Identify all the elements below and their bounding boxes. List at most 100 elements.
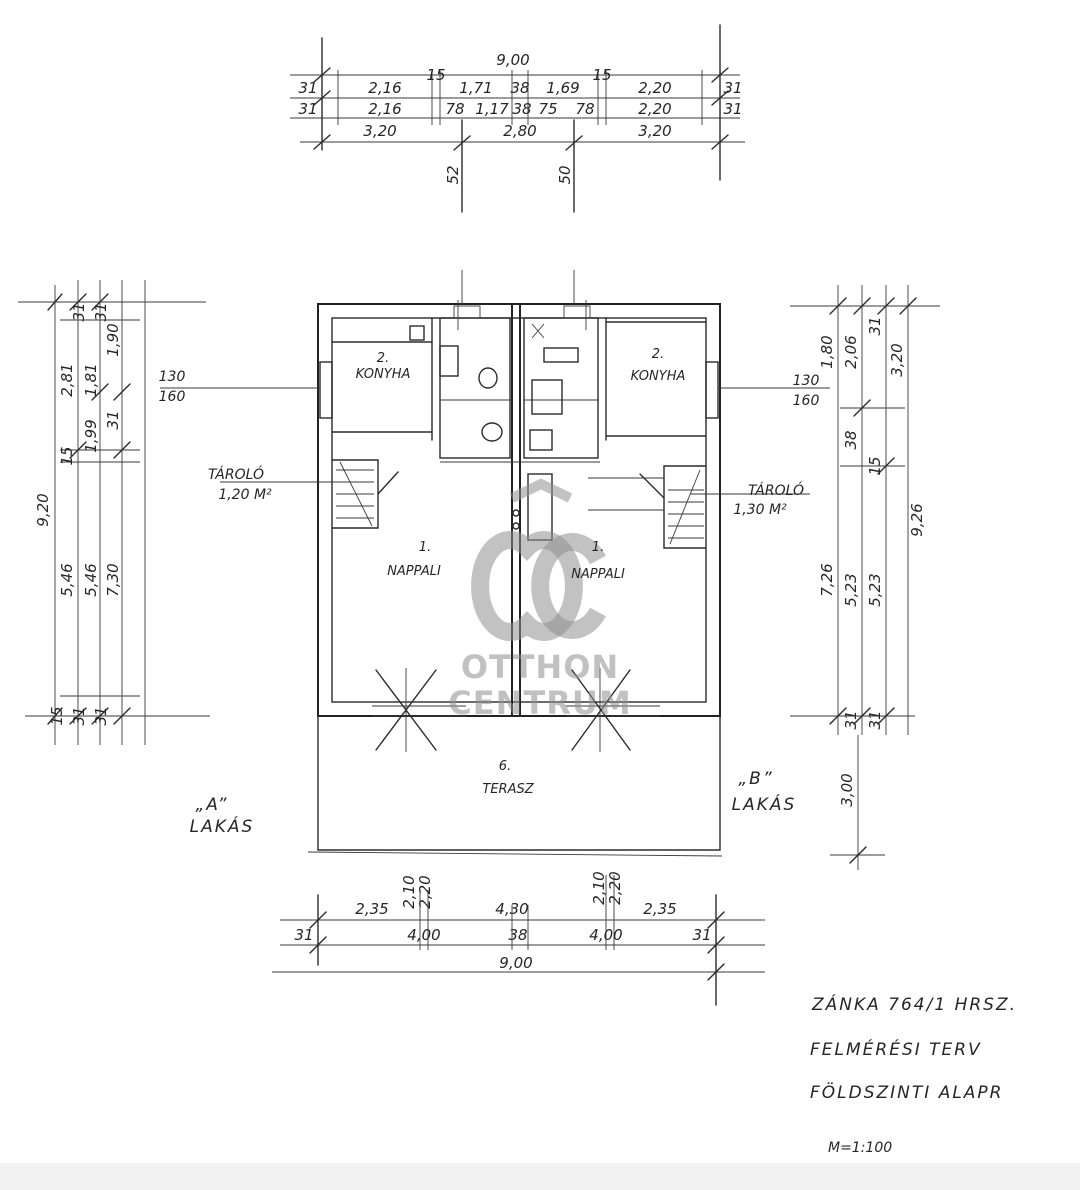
watermark-otthon: OTTHON [461, 648, 619, 686]
left-dim: 1,81 [82, 363, 100, 396]
left-dim: 15 [58, 446, 76, 465]
title-ground-floor: FÖLDSZINTI ALAPR [810, 1081, 1003, 1103]
bottom-dim: 2,35 [355, 900, 388, 918]
kitchen-b-name: KONYHA [631, 369, 686, 384]
top-dim: 31 [298, 100, 317, 118]
bottom-dim: 2,10 [590, 871, 608, 904]
living-a-number: 1. [419, 540, 431, 555]
left-dim: 31 [92, 302, 110, 321]
bottom-total-dim: 9,00 [499, 954, 532, 972]
window-left-dim: 130 [159, 369, 186, 385]
left-dim: 31 [70, 706, 88, 725]
floor-plan-drawing: 9,00 31 2,16 15 1,71 38 1,69 15 2,20 31 … [18, 24, 1017, 1156]
top-dim: 38 [510, 79, 529, 97]
bottom-dim: 2,20 [606, 871, 624, 904]
bottom-dim: 31 [294, 926, 313, 944]
bottom-dim: 2,10 [400, 875, 418, 908]
bottom-dim: 4,00 [407, 926, 440, 944]
bottom-dim: 4,00 [589, 926, 622, 944]
bottom-dim: 2,20 [416, 875, 434, 908]
right-dimension-chain: 3,20 9,26 5,23 5,23 7,26 1,80 2,06 38 15… [790, 285, 940, 870]
bottom-dim: 4,30 [495, 900, 528, 918]
terrace-name: TERASZ [482, 782, 534, 797]
top-dimension-chain: 9,00 31 2,16 15 1,71 38 1,69 15 2,20 31 … [290, 24, 745, 213]
unit-b-letter: „B” [738, 769, 773, 789]
left-dim: 1,99 [82, 419, 100, 452]
top-dim: 38 [512, 100, 531, 118]
terrace-number: 6. [499, 759, 511, 774]
living-b-number: 1. [592, 540, 604, 555]
right-dim: 38 [842, 430, 860, 449]
left-dim: 31 [104, 410, 122, 429]
storage-a-area: 1,20 M² [218, 487, 272, 503]
storage-b-name: TÁROLÓ [748, 481, 804, 499]
left-dim: 15 [48, 706, 66, 725]
top-total-dim: 9,00 [496, 51, 529, 69]
building-walls [160, 270, 830, 857]
right-dim: 3,00 [838, 773, 856, 806]
unit-labels: „A” LAKÁS „B” LAKÁS [190, 769, 797, 837]
top-dim: 78 [445, 100, 464, 118]
top-dim: 15 [592, 66, 611, 84]
kitchen-a-number: 2. [377, 351, 389, 366]
living-a-name: NAPPALI [387, 564, 441, 579]
right-dim: 31 [842, 710, 860, 729]
window-right-dim: 130 [793, 373, 820, 389]
living-b-name: NAPPALI [571, 567, 625, 582]
top-dim: 78 [575, 100, 594, 118]
right-dim: 15 [866, 456, 884, 475]
right-dim: 5,23 [866, 573, 884, 606]
top-dim: 15 [426, 66, 445, 84]
top-dim: 1,17 [475, 100, 509, 118]
top-dim: 31 [723, 79, 742, 97]
right-dim: 7,26 [818, 563, 836, 596]
top-dim: 1,71 [459, 79, 492, 97]
left-dim: 31 [70, 302, 88, 321]
watermark-logo-c [531, 533, 606, 639]
top-dim: 52 [444, 165, 462, 184]
window-right-dim: 160 [793, 393, 820, 409]
left-dim: 5,46 [58, 563, 76, 596]
left-dim: 9,20 [34, 493, 52, 526]
top-dim: 2,80 [503, 122, 536, 140]
unit-b-name: LAKÁS [732, 793, 797, 815]
right-dim: 9,26 [908, 503, 926, 536]
bottom-dim: 31 [692, 926, 711, 944]
right-dim: 5,23 [842, 573, 860, 606]
top-dim: 2,16 [368, 79, 401, 97]
top-dim: 31 [723, 100, 742, 118]
left-dim: 31 [92, 706, 110, 725]
top-dim: 3,20 [363, 122, 396, 140]
title-block: ZÁNKA 764/1 HRSZ. FELMÉRÉSI TERV FÖLDSZI… [810, 993, 1017, 1156]
top-dim: 2,20 [638, 79, 671, 97]
watermark: OTTHON CENTRUM [448, 478, 631, 722]
page-footer-strip [0, 1163, 1080, 1190]
title-survey: FELMÉRÉSI TERV [810, 1038, 982, 1060]
watermark-logo-o [471, 531, 583, 641]
kitchen-b-number: 2. [652, 347, 664, 362]
right-dim: 2,06 [842, 335, 860, 368]
top-dim: 50 [556, 165, 574, 184]
left-dim: 7,30 [104, 563, 122, 596]
watermark-logo-roof [509, 478, 573, 503]
title-scale: M=1:100 [828, 1140, 892, 1156]
top-dim: 2,20 [638, 100, 671, 118]
left-dim: 1,90 [104, 323, 122, 356]
right-dim: 3,20 [888, 343, 906, 376]
top-dim: 75 [538, 100, 557, 118]
top-dim: 31 [298, 79, 317, 97]
left-dim: 2,81 [58, 363, 76, 396]
left-dimension-chain: 9,20 5,46 5,46 7,30 2,81 1,81 1,90 15 1,… [18, 280, 210, 745]
watermark-centrum: CENTRUM [448, 684, 631, 722]
kitchen-a-name: KONYHA [356, 367, 411, 382]
room-labels: 2. KONYHA 2. KONYHA 1. NAPPALI 1. NAPPAL… [159, 347, 820, 797]
title-location: ZÁNKA 764/1 HRSZ. [811, 993, 1017, 1015]
unit-a-letter: „A” [196, 795, 229, 815]
top-dim: 2,16 [368, 100, 401, 118]
right-dim: 31 [866, 710, 884, 729]
right-dim: 31 [866, 316, 884, 335]
top-dim: 3,20 [638, 122, 671, 140]
bottom-dimension-chain: 2,35 2,10 2,20 4,30 2,10 2,20 2,35 31 4,… [272, 871, 765, 1006]
right-dim: 1,80 [818, 335, 836, 368]
